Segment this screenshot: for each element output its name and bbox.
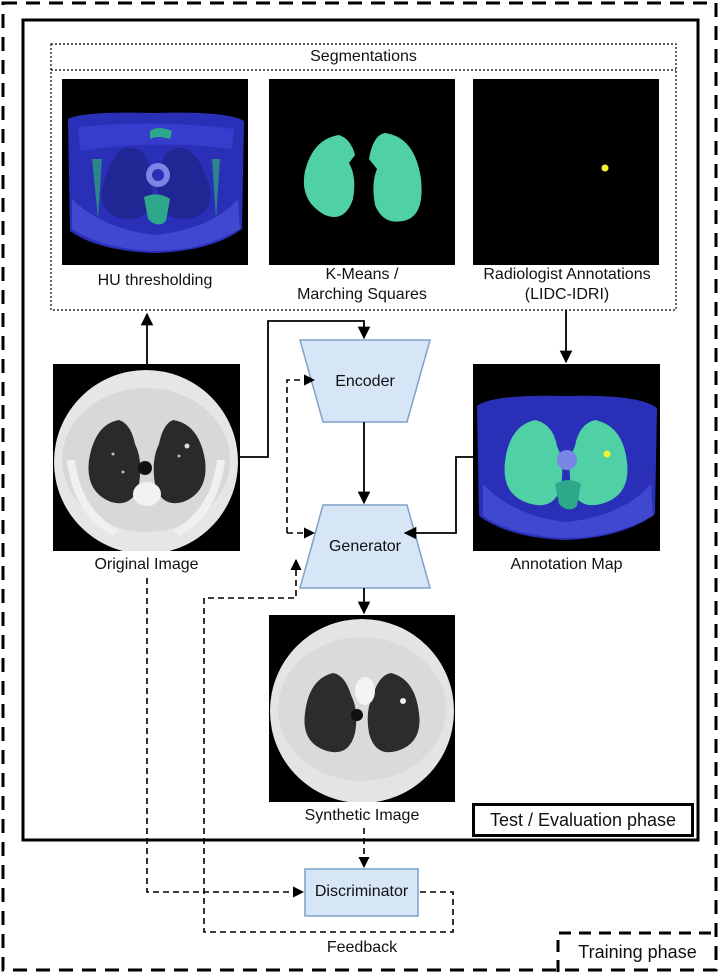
encoder-shape <box>299 339 431 423</box>
encoder-label: Encoder <box>335 373 395 390</box>
kmeans-label: K-Means / Marching Squares <box>297 266 427 303</box>
feedback-label: Feedback <box>326 939 398 956</box>
training-phase-label: Training phase <box>578 942 697 962</box>
segmentations-title: Segmentations <box>310 48 417 65</box>
original-ct-image <box>53 364 240 551</box>
generator-shape <box>299 504 431 589</box>
test-phase-frame <box>21 18 700 842</box>
radiologist-annotations-label: Radiologist Annotations (LIDC-IDRI) <box>483 266 651 303</box>
generator-label: Generator <box>328 538 402 555</box>
hu-thresholding-label: HU thresholding <box>97 272 213 289</box>
discriminator-label: Discriminator <box>314 883 409 900</box>
training-phase-label-frame <box>556 931 718 972</box>
kmeans-segmentation-image <box>269 79 455 265</box>
synthetic-image-label: Synthetic Image <box>304 807 420 824</box>
test-evaluation-phase-label: Test / Evaluation phase <box>472 803 694 837</box>
original-image-label: Original Image <box>94 556 199 573</box>
synthetic-ct-image <box>269 615 455 802</box>
annotation-map-label: Annotation Map <box>510 556 623 573</box>
segmentations-frame <box>50 43 677 311</box>
hu-thresholding-image <box>62 79 248 265</box>
discriminator-shape <box>304 868 419 917</box>
annotation-map-image <box>473 364 660 551</box>
radiologist-annotation-image <box>473 79 659 265</box>
